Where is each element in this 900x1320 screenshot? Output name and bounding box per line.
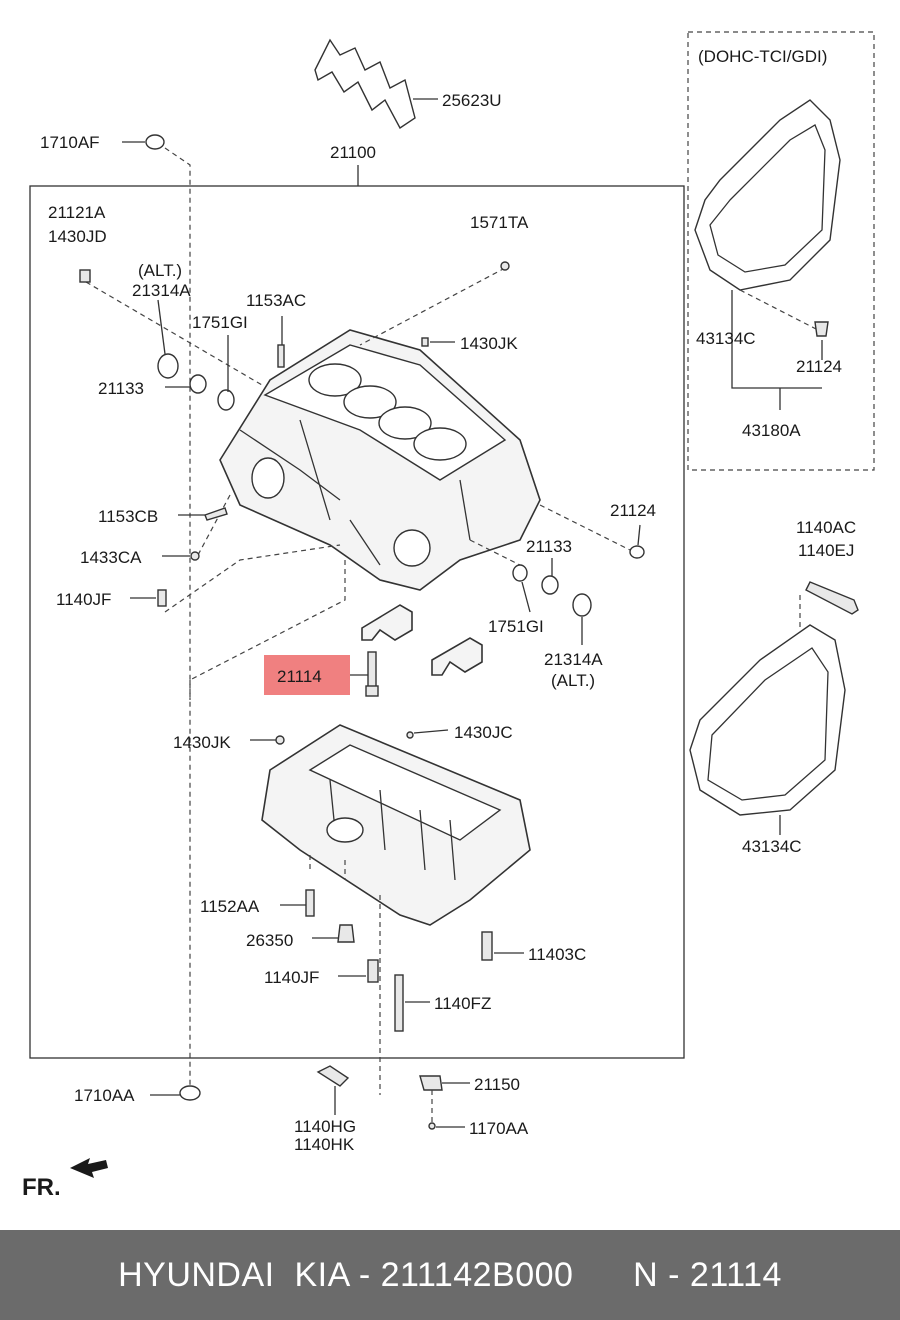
oring-1710af bbox=[145, 134, 165, 150]
label-1140ej: 1140EJ bbox=[798, 541, 854, 560]
label-21314a-bot: 21314A bbox=[544, 650, 603, 669]
gasket-43134c-bottom-drawing bbox=[689, 624, 846, 816]
label-fr: FR. bbox=[22, 1174, 61, 1201]
label-21150: 21150 bbox=[474, 1075, 520, 1094]
label-1153cb: 1153CB bbox=[98, 507, 158, 526]
label-1152aa: 1152AA bbox=[200, 897, 260, 916]
label-1430jk-bot: 1430JK bbox=[173, 733, 231, 752]
gasket-43134c-top-drawing bbox=[694, 99, 841, 291]
label-26350: 26350 bbox=[246, 931, 293, 950]
exploded-parts-diagram: (DOHC-TCI/GDI) 25623U 1710AF 21100 21121… bbox=[22, 31, 875, 1201]
oil-pan-drawing bbox=[261, 724, 531, 926]
bearing-cap-right bbox=[431, 637, 483, 676]
label-21100: 21100 bbox=[330, 143, 376, 162]
label-1751gi-bot: 1751GI bbox=[488, 617, 544, 636]
label-43134c-top: 43134C bbox=[696, 329, 756, 348]
bearing-cap-left bbox=[361, 604, 413, 641]
label-21314a-top: 21314A bbox=[132, 281, 191, 300]
label-1140hk: 1140HK bbox=[294, 1135, 355, 1154]
assembly-frame bbox=[29, 185, 685, 1059]
gasket-25623u-drawing bbox=[314, 38, 416, 130]
footer-bar: HYUNDAI KIA - 211142B000 N - 21114 bbox=[0, 1230, 900, 1320]
label-alt-top: (ALT.) bbox=[138, 261, 182, 280]
label-21114: 21114 bbox=[277, 667, 322, 686]
label-21133-left: 21133 bbox=[98, 379, 144, 398]
label-alt-bot: (ALT.) bbox=[551, 671, 595, 690]
front-arrow-icon bbox=[70, 1158, 108, 1178]
label-1710aa: 1710AA bbox=[74, 1086, 135, 1105]
label-1140jf-bot: 1140JF bbox=[264, 968, 319, 987]
label-1710af: 1710AF bbox=[40, 133, 100, 152]
footer-part-number: HYUNDAI KIA - 211142B000 N - 21114 bbox=[118, 1255, 782, 1294]
label-11403c: 11403C bbox=[528, 945, 586, 964]
label-21121a: 21121A bbox=[48, 203, 106, 222]
label-1571ta: 1571TA bbox=[470, 213, 529, 232]
bolt-21114 bbox=[367, 651, 377, 689]
label-1153ac: 1153AC bbox=[246, 291, 306, 310]
label-1140ac: 1140AC bbox=[796, 518, 856, 537]
label-43180a: 43180A bbox=[742, 421, 801, 440]
label-1430jk-top: 1430JK bbox=[460, 334, 518, 353]
label-dohc: (DOHC-TCI/GDI) bbox=[698, 47, 827, 66]
label-25623u: 25623U bbox=[442, 91, 502, 110]
label-1170aa: 1170AA bbox=[469, 1119, 529, 1138]
label-1430jc: 1430JC bbox=[454, 723, 513, 742]
label-21133-right: 21133 bbox=[526, 537, 572, 556]
label-1751gi-top: 1751GI bbox=[192, 313, 248, 332]
label-21124-top: 21124 bbox=[796, 357, 842, 376]
label-1140fz: 1140FZ bbox=[434, 994, 491, 1013]
label-1433ca: 1433CA bbox=[80, 548, 142, 567]
label-21124-mid: 21124 bbox=[610, 501, 656, 520]
highlight-21114 bbox=[264, 655, 350, 695]
dohc-inset-frame bbox=[687, 31, 875, 471]
label-1140hg: 1140HG bbox=[294, 1117, 356, 1136]
plug-21121a bbox=[79, 269, 91, 283]
cylinder-block-drawing bbox=[219, 329, 541, 591]
label-43134c-bot: 43134C bbox=[742, 837, 802, 856]
label-1140jf-top: 1140JF bbox=[56, 590, 111, 609]
label-1430jd: 1430JD bbox=[48, 227, 107, 246]
